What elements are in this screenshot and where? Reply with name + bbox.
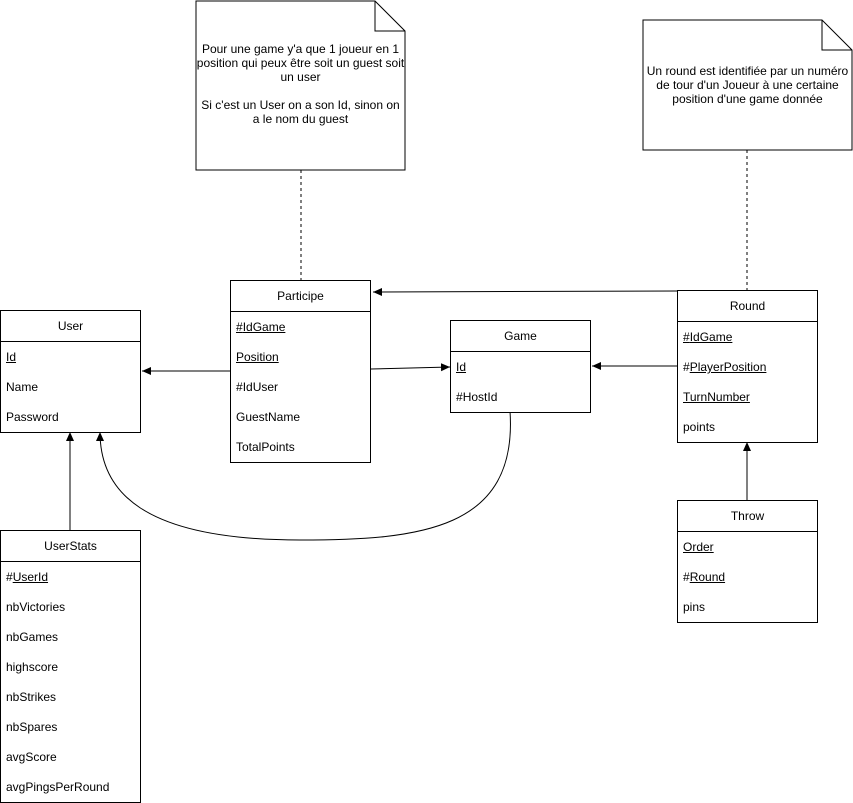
entity-title: Round <box>678 291 817 322</box>
entity-participe[interactable]: Participe #IdGame Position #IdUser Guest… <box>230 280 371 463</box>
attribute: #PlayerPosition <box>683 360 767 374</box>
round-note-shape <box>642 19 853 151</box>
entity-userstats[interactable]: UserStats #UserId nbVictories nbGames hi… <box>0 530 141 803</box>
attribute: pins <box>683 600 706 614</box>
attribute: Name <box>6 380 39 394</box>
participe-note-line: Si c'est un User on a son Id, sinon on <box>201 98 400 112</box>
round-to-participe-arrow <box>372 287 679 296</box>
attribute: #IdUser <box>236 380 279 394</box>
attribute: #IdGame <box>683 330 733 344</box>
round-note-line: position d'une game donnée <box>672 92 823 106</box>
attribute: TurnNumber <box>683 390 750 404</box>
participe-note-line: a le nom du guest <box>252 112 349 126</box>
attribute: Id <box>456 360 467 374</box>
entity-title: UserStats <box>1 531 140 562</box>
attribute: avgScore <box>6 750 57 764</box>
attribute: TotalPoints <box>236 440 295 454</box>
entity-title: Game <box>451 321 590 352</box>
entity-title: Participe <box>231 281 370 312</box>
round-note-line: Un round est identifiée par un numéro <box>646 64 849 78</box>
attribute: Order <box>683 540 714 554</box>
entity-throw[interactable]: Throw Order #Round pins <box>677 500 818 623</box>
participe-note-shape <box>195 0 406 171</box>
attribute: nbStrikes <box>6 690 57 704</box>
attribute: #HostId <box>456 390 498 404</box>
attribute: Position <box>236 350 279 364</box>
attribute: avgPingsPerRound <box>6 780 110 794</box>
participe-to-game-arrow <box>370 363 451 372</box>
attribute: #UserId <box>6 570 49 584</box>
attribute: Password <box>6 410 59 424</box>
entity-title: Throw <box>678 501 817 532</box>
participe-note-line: Pour une game y'a que 1 joueur en 1 <box>201 42 400 56</box>
attribute: #IdGame <box>236 320 286 334</box>
participe-note-line: position qui peux être soit un guest soi… <box>196 56 405 70</box>
participe-note-line: un user <box>280 70 321 84</box>
entity-game[interactable]: Game Id #HostId <box>450 320 591 413</box>
entity-round[interactable]: Round #IdGame #PlayerPosition TurnNumber… <box>677 290 818 443</box>
attribute: Id <box>6 350 17 364</box>
attribute: #Round <box>683 570 726 584</box>
attribute: highscore <box>6 660 59 674</box>
entity-user[interactable]: User Id Name Password <box>0 310 141 433</box>
attribute: nbGames <box>6 630 59 644</box>
round-note-line: de tour d'un Joueur à une certaine <box>656 78 839 92</box>
attribute: GuestName <box>236 410 301 424</box>
participe-note: Pour une game y'a que 1 joueur en 1 posi… <box>196 42 405 126</box>
round-note: Un round est identifiée par un numéro de… <box>643 64 852 106</box>
attribute: nbSpares <box>6 720 58 734</box>
entity-title: User <box>1 311 140 342</box>
attribute: nbVictories <box>6 600 66 614</box>
attribute: points <box>683 420 716 434</box>
game-host-to-user-arrow <box>96 410 511 541</box>
